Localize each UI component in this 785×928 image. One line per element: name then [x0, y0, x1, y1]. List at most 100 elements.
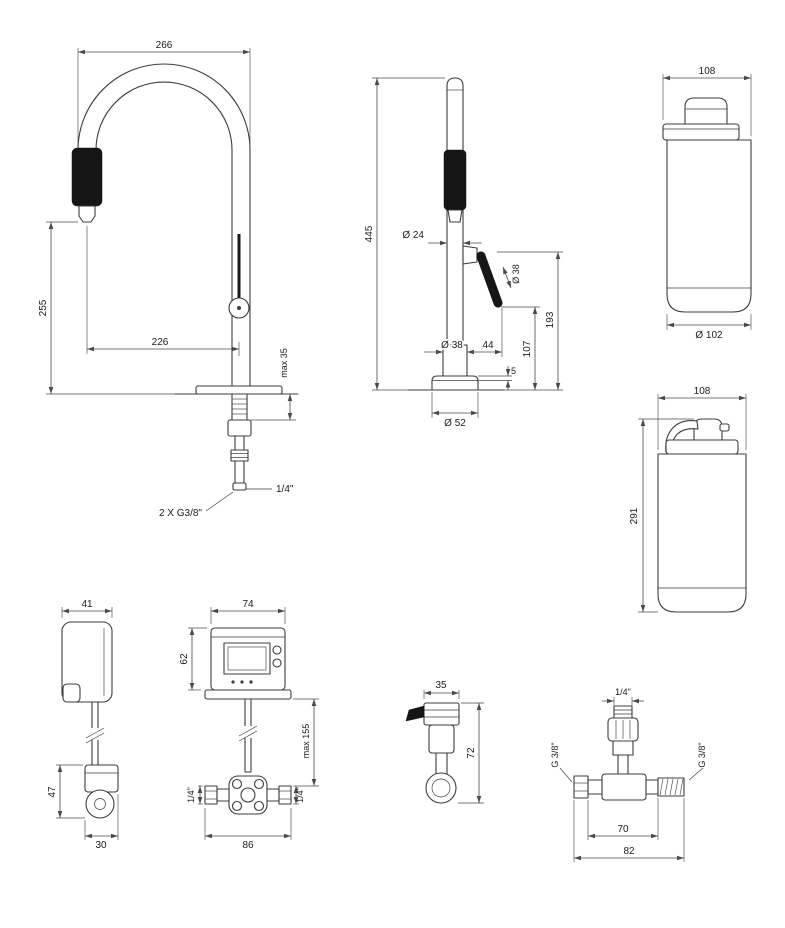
dim-height-label: 255 — [38, 299, 49, 316]
dim-thread-right: G 3/8" — [688, 742, 707, 781]
dim-thread-right-label: G 3/8" — [697, 742, 707, 767]
dim-spout-dia-label: Ø 24 — [402, 230, 424, 241]
dim-port-left-label: 1/4" — [186, 787, 196, 803]
dispenser-side-view: 41 47 30 — [47, 599, 119, 851]
led-dot — [249, 680, 253, 684]
tee-right-tube — [645, 779, 659, 795]
unit-box — [61, 621, 113, 703]
dim-control-height: 62 — [179, 627, 207, 691]
dim-port-left: 1/4" — [186, 785, 203, 805]
dim-port-right: 1/4" — [293, 785, 305, 805]
dim-unit-width: 41 — [61, 599, 113, 618]
dim-plate-dia: Ø 52 — [431, 392, 479, 429]
filter-cartridge-top: 108 Ø 102 — [662, 66, 752, 341]
dim-cartridge-dia-label: Ø 102 — [695, 330, 723, 341]
dim-plate-step-label: 5 — [511, 366, 516, 376]
dim-supply: 2 X G3/8" — [159, 491, 234, 519]
base-plate — [195, 385, 283, 395]
cartridge2-collar — [665, 439, 739, 455]
dim-handle-height-label: 193 — [545, 311, 556, 328]
unit-wheel — [85, 789, 115, 819]
dim-valve-height-label: 72 — [466, 747, 477, 759]
dim-reach-label: 226 — [152, 337, 169, 348]
cartridge-body — [666, 139, 752, 313]
dim-cartridge-width: 108 — [662, 66, 752, 136]
shut-off-valve: 35 72 — [405, 680, 484, 804]
dim-cartridge-dia: Ø 102 — [666, 314, 752, 341]
display-screen — [223, 642, 271, 675]
spout-arc-outer — [77, 63, 251, 387]
dim-spout-width: 266 — [77, 40, 251, 146]
dim-tee-span-outer-label: 82 — [623, 846, 635, 857]
dim-plate-step: 5 — [478, 366, 516, 390]
valve-neck — [435, 752, 448, 775]
dim-total-height-label: 445 — [364, 225, 375, 242]
dim-spout-dia: Ø 24 — [402, 230, 482, 246]
dim-cartridge-width-label: 108 — [699, 66, 716, 77]
cartridge-cap — [684, 97, 728, 125]
cartridge-collar — [662, 123, 740, 141]
dim-cartridge2-height: 291 — [629, 418, 694, 613]
button-top — [272, 645, 282, 655]
dim-unit-depth: 30 — [84, 794, 119, 851]
dim-supply-label: 2 X G3/8" — [159, 508, 202, 519]
dim-unit-depth-label: 30 — [95, 840, 107, 851]
dim-valve-height: 72 — [458, 702, 484, 804]
dim-handle-dia: Ø 38 — [502, 264, 521, 289]
control-box-base — [204, 689, 292, 700]
cartridge2-nub — [719, 423, 730, 432]
dim-valve-width: 35 — [423, 680, 460, 699]
tee-stem-lower — [617, 754, 629, 775]
dim-cartridge2-width: 108 — [657, 386, 747, 450]
dim-control-height-label: 62 — [179, 653, 190, 665]
manifold — [204, 775, 292, 815]
spout-arc-inner — [95, 81, 233, 387]
faucet-side-view: 266 255 226 max 35 1/4" 2 X G3/8" — [38, 40, 299, 519]
dim-tee-top-port: 1/4" — [602, 687, 644, 705]
led-dot — [240, 680, 244, 684]
dim-tee-span-inner-label: 70 — [617, 824, 629, 835]
tee-left-hex — [573, 775, 589, 799]
dim-deck-max: max 35 — [251, 348, 296, 421]
dim-unit-lower-height-label: 47 — [47, 786, 58, 798]
spray-grip — [71, 147, 103, 207]
tee-stem-upper — [612, 740, 634, 756]
cartridge2-body — [657, 453, 747, 613]
dim-manifold-width-label: 86 — [242, 840, 254, 851]
valve-lever — [405, 705, 425, 722]
dim-cartridge2-width-label: 108 — [694, 386, 711, 397]
dim-valve-width-label: 35 — [435, 680, 447, 691]
dim-body-dia: Ø 38 — [424, 339, 465, 355]
dim-handle-len: 44 — [467, 308, 503, 357]
valve-body — [428, 724, 455, 754]
dim-hose-len: max 155 — [293, 698, 319, 787]
handle-pivot — [462, 245, 478, 265]
dim-total-height: 445 — [364, 77, 445, 391]
dim-reach: 226 — [86, 226, 240, 356]
dim-body-height-label: 107 — [522, 340, 533, 357]
dim-control-width: 74 — [210, 599, 286, 624]
tee-connector-valve: 1/4" G 3/8" G 3/8" 70 82 — [550, 687, 707, 862]
dim-height: 255 — [38, 221, 175, 395]
led-dot — [231, 680, 235, 684]
dim-handle-len-label: 44 — [482, 340, 494, 351]
dim-tee-span-inner: 70 — [587, 798, 659, 840]
body-bottom — [442, 344, 468, 377]
dim-hose: 1/4" — [246, 484, 294, 495]
spray-nozzle-front — [447, 209, 463, 223]
handle-knob-center — [237, 306, 241, 310]
dim-tee-top-port-label: 1/4" — [615, 687, 631, 697]
dim-unit-width-label: 41 — [81, 599, 93, 610]
dim-thread-left-label: G 3/8" — [550, 742, 560, 767]
faucet-front-view: 445 Ø 24 Ø 38 193 107 44 Ø — [364, 77, 563, 429]
dim-control-width-label: 74 — [242, 599, 254, 610]
dim-body-height: 107 — [501, 306, 540, 390]
dim-handle-height: 193 — [497, 251, 563, 391]
control-box-front-view: 74 62 1/4" 1/4" max 155 — [179, 599, 319, 851]
tee-body — [601, 773, 647, 801]
dim-deck-max-label: max 35 — [279, 348, 289, 378]
dim-hose-len-label: max 155 — [301, 724, 311, 759]
spray-nozzle — [78, 205, 96, 223]
